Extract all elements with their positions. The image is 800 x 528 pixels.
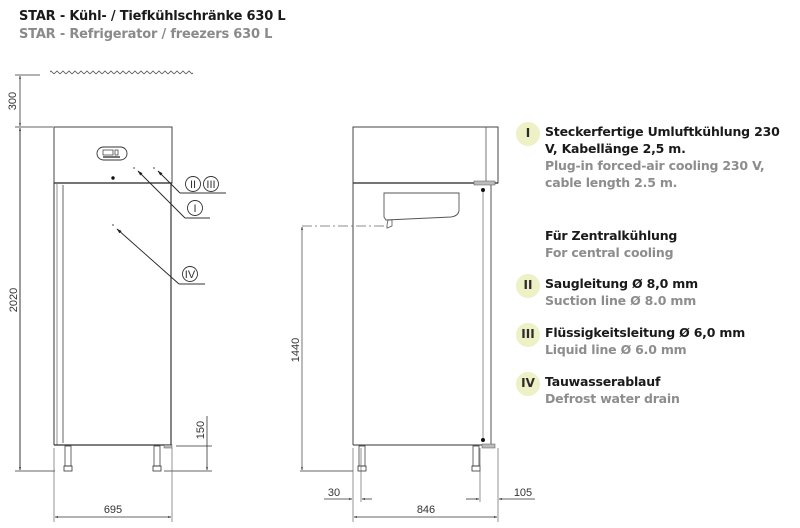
- svg-text:IV: IV: [185, 269, 196, 281]
- callout-i: I: [187, 200, 203, 216]
- badge-ii: II: [516, 274, 540, 298]
- dim-left-offset: 30: [328, 487, 340, 499]
- side-view: 1440 30 105 846: [290, 126, 535, 522]
- dim-right-offset: 105: [514, 487, 532, 499]
- svg-text:III: III: [206, 179, 215, 191]
- dim-width: 695: [104, 504, 122, 516]
- front-view: 300 2020 150: [7, 70, 226, 522]
- legend-de: Für Zentralkühlung: [545, 228, 678, 243]
- legend-de: Flüssigkeitsleitung Ø 6,0 mm: [545, 325, 746, 340]
- legend-en: Suction line Ø 8.0 mm: [545, 293, 697, 308]
- dim-drain-height: 1440: [290, 338, 302, 362]
- callout-ii: II: [185, 176, 201, 192]
- title-german: STAR - Kühl- / Tiefkühlschränke 630 L: [19, 9, 286, 24]
- dim-leg-height: 150: [195, 421, 207, 439]
- badge-iii: III: [516, 323, 540, 347]
- legend-de: Tauwasserablauf: [545, 374, 661, 389]
- badge-iv: IV: [516, 372, 540, 396]
- title-english: STAR - Refrigerator / freezers 630 L: [19, 27, 273, 42]
- legend-en: For central cooling: [545, 245, 674, 260]
- control-panel: [96, 146, 128, 161]
- callout-iii: III: [203, 176, 219, 192]
- dim-top-clearance: 300: [7, 92, 19, 110]
- dim-height: 2020: [8, 288, 20, 312]
- legend-de: Steckerfertige Umluftkühlung 230 V, Kabe…: [545, 124, 780, 156]
- svg-text:II: II: [190, 179, 196, 191]
- drain-tray: [383, 192, 460, 221]
- legend-de: Saugleitung Ø 8,0 mm: [545, 276, 698, 291]
- legend-en: Defrost water drain: [545, 391, 680, 406]
- dim-depth: 846: [417, 504, 435, 516]
- legend-en: Plug-in forced-air cooling 230 V, cable …: [545, 158, 765, 190]
- badge-i: I: [516, 122, 540, 146]
- legend-en: Liquid line Ø 6.0 mm: [545, 342, 687, 357]
- svg-text:I: I: [193, 203, 196, 215]
- ceiling-hatch: [50, 70, 193, 75]
- lock-dot: [111, 176, 115, 180]
- callout-iv: IV: [182, 266, 198, 282]
